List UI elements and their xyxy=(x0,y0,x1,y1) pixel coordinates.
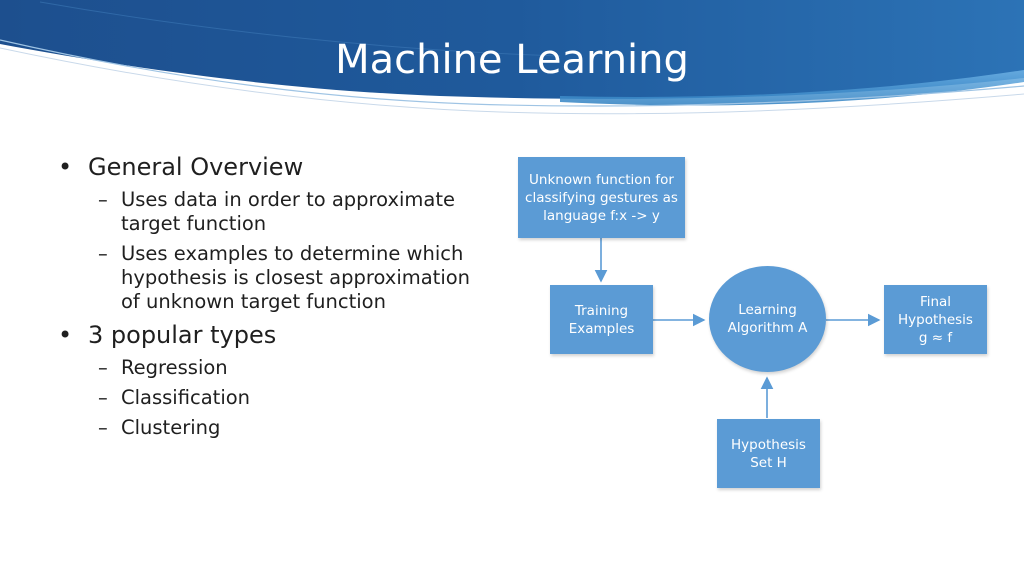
learning-algorithm-label: Learning Algorithm A xyxy=(727,302,808,336)
unknown-function-box: Unknown function for classifying gesture… xyxy=(518,157,685,238)
sub-bullet-item: – Uses examples to determine which hypot… xyxy=(58,242,488,314)
sub-bullet-item: – Uses data in order to approximate targ… xyxy=(58,188,488,236)
sub-bullet-text: Clustering xyxy=(121,416,221,439)
sub-bullet-item: – Classification xyxy=(58,386,488,410)
sub-bullet-text: Uses examples to determine which hypothe… xyxy=(121,242,471,313)
bullet-dash: – xyxy=(98,188,108,211)
sub-bullet-text: Uses data in order to approximate target… xyxy=(121,188,456,235)
bullet-dash: – xyxy=(98,242,108,265)
bullet-dot: • xyxy=(58,321,73,349)
bullet-dot: • xyxy=(58,153,73,181)
hypothesis-set-box: Hypothesis Set H xyxy=(717,419,820,488)
bullet-text: 3 popular types xyxy=(88,321,277,349)
final-hypothesis-box: Final Hypothesis g ≈ f xyxy=(884,285,987,354)
training-examples-box: Training Examples xyxy=(550,285,653,354)
training-examples-label: Training Examples xyxy=(568,302,635,337)
bullet-list: • General Overview – Uses data in order … xyxy=(58,152,488,446)
bullet-dash: – xyxy=(98,416,108,439)
bullet-dash: – xyxy=(98,356,108,379)
sub-bullet-item: – Regression xyxy=(58,356,488,380)
bullet-dash: – xyxy=(98,386,108,409)
learning-algorithm-node: Learning Algorithm A xyxy=(709,266,826,372)
bullet-item: • 3 popular types xyxy=(58,320,488,350)
sub-bullet-text: Regression xyxy=(121,356,228,379)
hypothesis-set-label: Hypothesis Set H xyxy=(731,436,806,471)
sub-bullet-text: Classification xyxy=(121,386,251,409)
slide-title: Machine Learning xyxy=(335,37,689,83)
final-hypothesis-label: Final Hypothesis g ≈ f xyxy=(898,293,973,346)
bullet-item: • General Overview xyxy=(58,152,488,182)
unknown-function-label: Unknown function for classifying gesture… xyxy=(525,171,678,224)
bullet-text: General Overview xyxy=(88,153,304,181)
sub-bullet-item: – Clustering xyxy=(58,416,488,440)
header-banner xyxy=(0,0,1024,115)
